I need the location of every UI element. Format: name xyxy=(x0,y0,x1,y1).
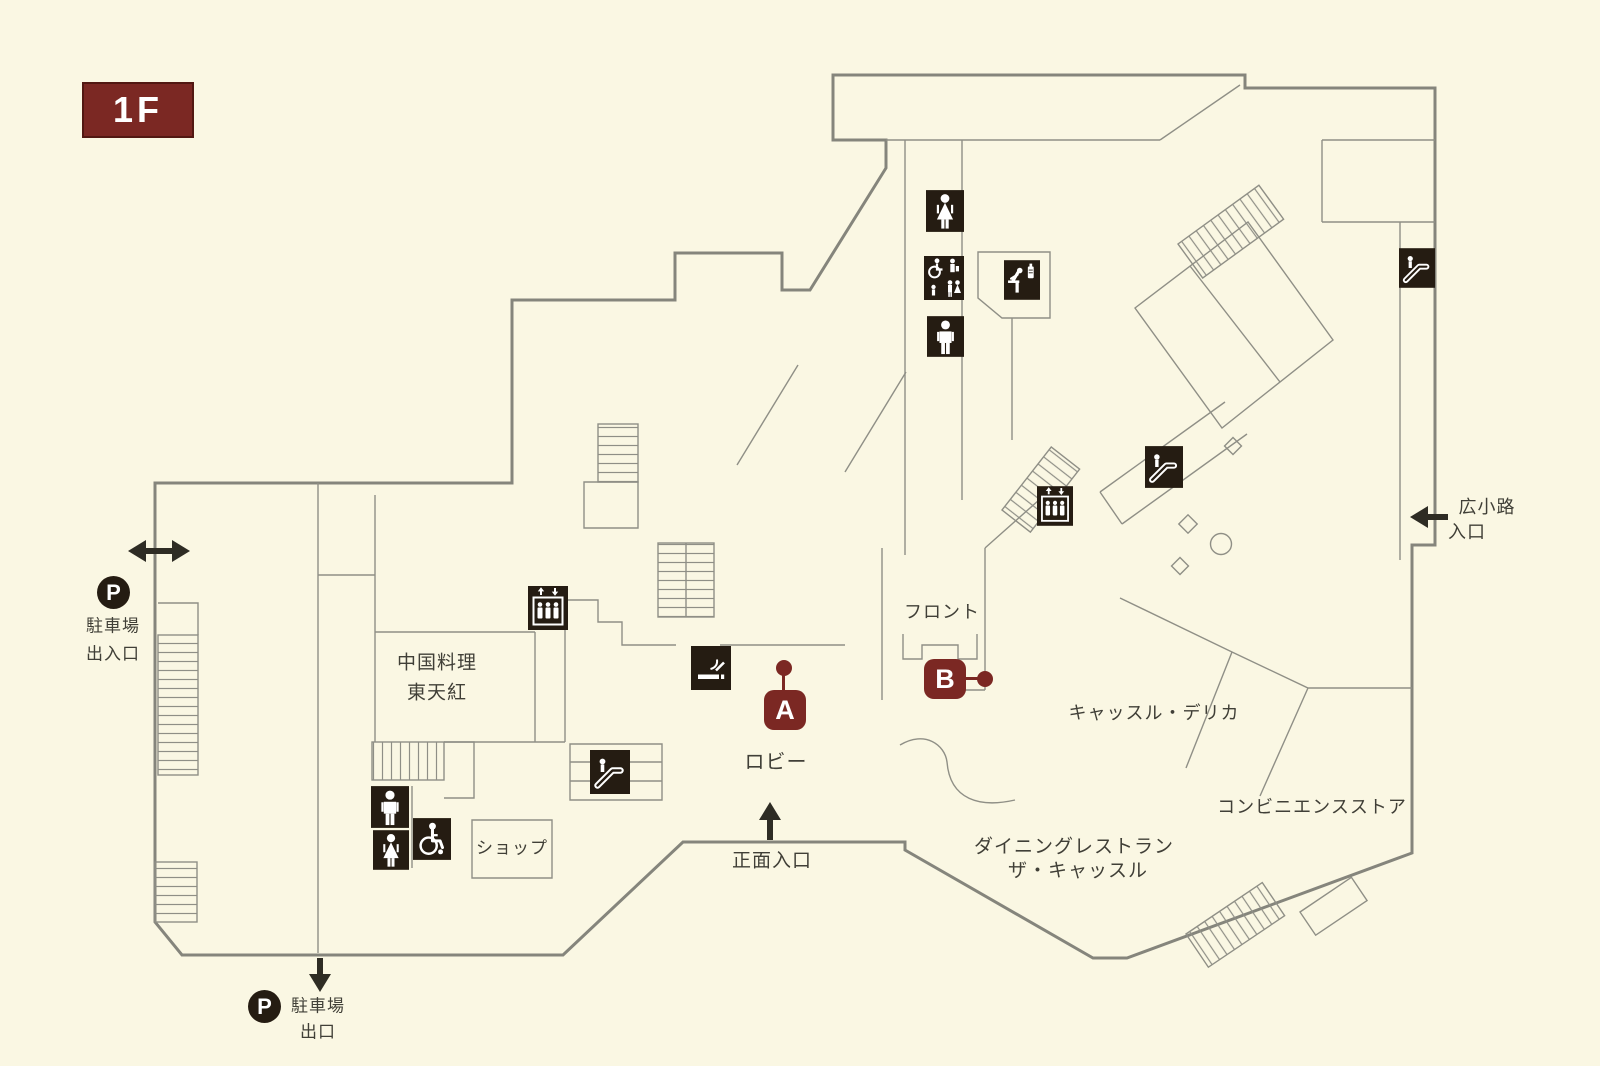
marker-a-dot xyxy=(776,660,792,676)
mens-toilet-icon xyxy=(371,786,409,828)
marker-b-dot xyxy=(977,671,993,687)
main-entrance-label: 正面入口 xyxy=(731,850,813,872)
escalator-icon xyxy=(590,750,630,794)
parking-exit-label-line1: 駐車場 xyxy=(291,996,345,1016)
parking-entrance-arrow xyxy=(128,540,190,562)
main-entrance-arrow xyxy=(759,802,781,840)
parking-icon: P xyxy=(248,990,281,1023)
marker-b: B xyxy=(924,659,966,699)
parking-entrance-label-line2: 出入口 xyxy=(86,644,140,664)
elevator-icon xyxy=(528,586,568,630)
smoking-area-icon xyxy=(691,646,731,690)
lobby-label: ロビー xyxy=(744,751,808,774)
hirokoji-entrance-label-line2: 入口 xyxy=(1448,522,1486,542)
shop-label: ショップ xyxy=(476,838,548,858)
parking-icon: P xyxy=(97,576,130,609)
multipurpose-toilet-icon xyxy=(924,256,964,300)
floor-badge: 1F xyxy=(82,82,194,138)
marker-a-stem xyxy=(782,672,785,692)
dining-restaurant-label-line2: ザ・キャッスル xyxy=(1007,860,1149,882)
parking-entrance-label-line1: 駐車場 xyxy=(86,616,140,636)
escalator-icon xyxy=(1145,446,1183,488)
chinese-restaurant-label-line1: 中国料理 xyxy=(396,652,478,674)
womens-toilet-icon xyxy=(926,190,964,232)
chinese-restaurant-label-line2: 東天紅 xyxy=(406,682,468,704)
mens-toilet-icon xyxy=(927,316,964,357)
hirokoji-entrance-label-line1: 広小路 xyxy=(1458,497,1516,517)
facility-icons xyxy=(371,190,1435,870)
outer-walls xyxy=(153,73,1437,960)
parking-exit-label-line2: 出口 xyxy=(300,1022,336,1042)
parking-exit-arrow xyxy=(309,958,331,992)
castle-delica-label: キャッスル・デリカ xyxy=(1068,703,1240,723)
entrance-arrows xyxy=(128,506,1448,992)
elevator-icon xyxy=(1037,486,1073,526)
womens-toilet-icon xyxy=(373,830,409,870)
convenience-store-label: コンビニエンスストア xyxy=(1217,797,1407,817)
hirokoji-entrance-arrow xyxy=(1410,506,1448,528)
marker-b-stem xyxy=(960,677,982,680)
stairs xyxy=(154,184,1369,969)
planters xyxy=(1170,436,1243,576)
dining-restaurant-label-line1: ダイニングレストラン xyxy=(973,836,1175,858)
escalator-icon xyxy=(1399,248,1435,288)
vending-corner-icon xyxy=(1004,260,1040,300)
accessible-toilet-icon xyxy=(413,818,451,860)
front-desk-label: フロント xyxy=(904,602,980,622)
marker-a: A xyxy=(764,690,806,730)
